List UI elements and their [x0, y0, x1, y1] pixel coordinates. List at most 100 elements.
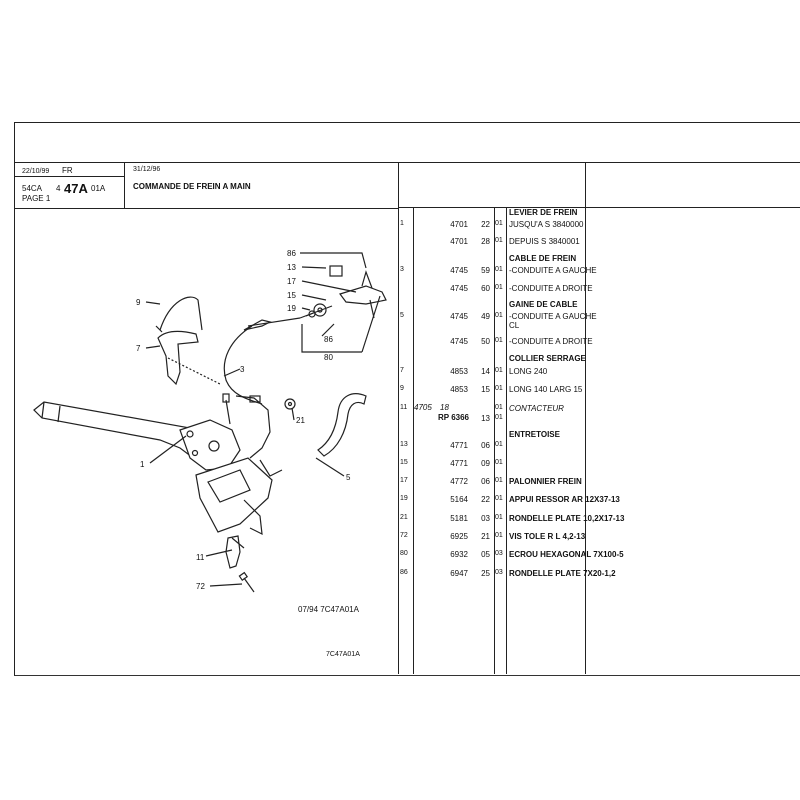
- base-plate: [195, 457, 273, 533]
- drawing-footer-code: 7C47A01A: [326, 651, 360, 658]
- row-var: 15: [481, 385, 490, 394]
- callout: 15: [287, 291, 296, 300]
- col-idx-divider: [413, 208, 414, 674]
- spacer-13: [329, 265, 343, 277]
- cable-clamp: [157, 330, 199, 386]
- row-desc: LONG 240: [509, 367, 548, 376]
- group-heading: ENTRETOISE: [509, 430, 560, 439]
- row-ref: 5181: [450, 514, 468, 523]
- row-ref: 6947: [450, 569, 468, 578]
- row-index: 19: [400, 495, 408, 502]
- row-qty: 01: [495, 312, 503, 319]
- washer-19: [313, 303, 327, 317]
- row-var: 22: [481, 495, 490, 504]
- callout: 3: [240, 365, 245, 374]
- pivot-pin: [208, 440, 220, 452]
- row-qty: 01: [495, 367, 503, 374]
- group-heading: GAINE DE CABLE: [509, 300, 578, 309]
- row-desc: -CONDUITE A DROITE: [509, 284, 593, 293]
- row-index: 80: [400, 550, 408, 557]
- cable-clip-long: [159, 296, 203, 331]
- callout: 19: [287, 304, 296, 313]
- row-var: 14: [481, 367, 490, 376]
- row-qty: 01: [495, 441, 503, 448]
- row-desc: PALONNIER FREIN: [509, 477, 582, 486]
- row-ref: 6932: [450, 550, 468, 559]
- row-var: 25: [481, 569, 490, 578]
- row-var: 28: [481, 237, 490, 246]
- callout: 21: [296, 416, 305, 425]
- row-index: 3: [400, 266, 404, 273]
- callout: 80: [324, 353, 333, 362]
- row-desc: CL: [509, 321, 520, 330]
- row-qty: 01: [495, 414, 503, 421]
- page-title: COMMANDE DE FREIN A MAIN: [133, 182, 251, 191]
- print-date: 22/10/99: [22, 168, 50, 175]
- row-var: 03: [481, 514, 490, 523]
- table-row: 9 4853 15 01 LONG 140 LARG 15: [0, 385, 800, 397]
- callout: 7: [136, 344, 141, 353]
- row-index: 17: [400, 477, 408, 484]
- callout: 1: [140, 460, 145, 469]
- cable-sheath: [317, 393, 367, 457]
- header-rule-bottom: [14, 208, 398, 209]
- row-desc: JUSQU'A S 3840000: [509, 220, 584, 229]
- group-code: 4: [56, 184, 61, 193]
- row-desc: ECROU HEXAGONAL 7X100-5: [509, 550, 624, 559]
- row-qty: 01: [495, 514, 503, 521]
- group-heading: LEVIER DE FREIN: [509, 208, 578, 217]
- row-qty: 01: [495, 237, 503, 244]
- row-index: 13: [400, 441, 408, 448]
- row-desc: APPUI RESSOR AR 12X37-13: [509, 495, 620, 504]
- row-ref: 4701: [450, 237, 468, 246]
- table-row: 1 4701 22 01 JUSQU'A S 3840000: [0, 220, 800, 232]
- washer-21: [284, 398, 296, 410]
- row-var: 06: [481, 477, 490, 486]
- row-qty: 01: [495, 337, 503, 344]
- row-index: 11: [400, 404, 408, 411]
- row-qty: 01: [495, 266, 503, 273]
- group-heading: COLLIER SERRAGE: [509, 354, 586, 363]
- table-row: RP 6366 13 01: [0, 414, 800, 426]
- col-qty-divider: [506, 208, 507, 674]
- table-row: 3 4745 59 01 -CONDUITE A GAUCHE: [0, 266, 800, 278]
- row-var: 59: [481, 266, 490, 275]
- row-index: 15: [400, 459, 408, 466]
- row-ref: 4772: [450, 477, 468, 486]
- row-ref: 4745: [450, 337, 468, 346]
- row-var: 60: [481, 284, 490, 293]
- lever-bracket: [179, 419, 241, 471]
- table-row: 72 6925 21 01 VIS TOLE R L 4,2-13: [0, 532, 800, 544]
- drawing-divider: [398, 162, 399, 674]
- switch-11: [225, 535, 241, 569]
- equalizer: [339, 285, 387, 305]
- row-var: 21: [481, 532, 490, 541]
- row-desc: -CONDUITE A GAUCHE: [509, 312, 597, 321]
- row-qty: 01: [495, 385, 503, 392]
- callout: 86: [287, 249, 296, 258]
- table-row: 17 4772 06 01 PALONNIER FREIN: [0, 477, 800, 489]
- drawing-code: 07/94 7C47A01A: [298, 605, 359, 614]
- row-desc: -CONDUITE A GAUCHE: [509, 266, 597, 275]
- row-var: 09: [481, 459, 490, 468]
- revision-date: 31/12/96: [133, 166, 161, 173]
- table-row: 4701 28 01 DEPUIS S 3840001: [0, 237, 800, 249]
- row-ref: 5164: [450, 495, 468, 504]
- table-row: CL: [0, 321, 800, 333]
- col-ref-divider: [494, 208, 495, 674]
- callout: 11: [196, 553, 205, 562]
- callout: 17: [287, 277, 296, 286]
- header-rule-top: [14, 162, 800, 163]
- row-ref: 4745: [450, 284, 468, 293]
- callout: 13: [287, 263, 296, 272]
- row-var: 06: [481, 441, 490, 450]
- row-ref: 4771: [450, 459, 468, 468]
- row-var: 49: [481, 312, 490, 321]
- row-var: 18: [440, 403, 449, 412]
- table-row: 80 6932 05 03 ECROU HEXAGONAL 7X100-5: [0, 550, 800, 562]
- row-ref: 4705: [414, 403, 432, 412]
- parts-sheet: [14, 122, 800, 676]
- row-ref: RP 6366: [438, 413, 469, 422]
- row-desc: RONDELLE PLATE 7X20-1,2: [509, 569, 616, 578]
- model-code: 54CA: [22, 184, 43, 193]
